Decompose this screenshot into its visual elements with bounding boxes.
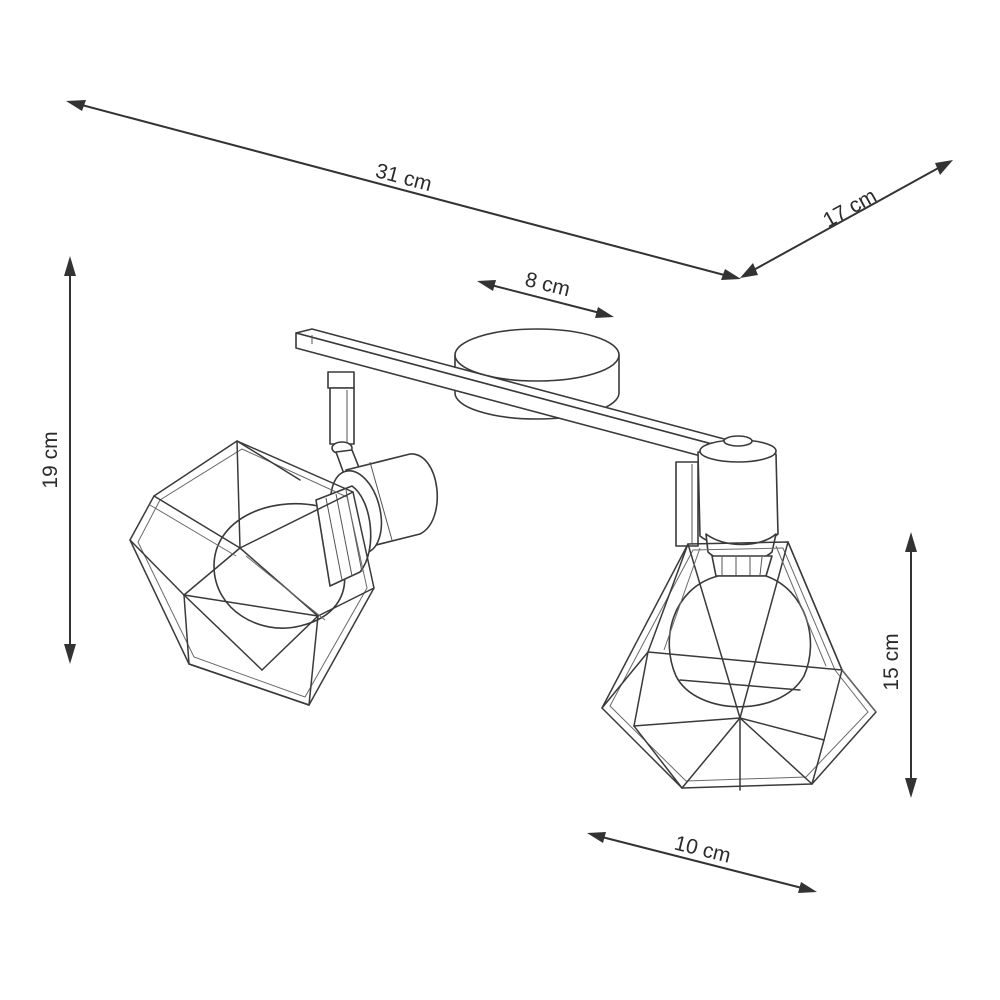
dimension-8cm: 8 cm: [477, 268, 614, 318]
left-bulb: [213, 485, 372, 629]
dimension-31cm: 31 cm: [66, 100, 741, 280]
right-bulb: [668, 575, 812, 708]
dimension-label-shade-height: 15 cm: [880, 633, 903, 690]
dimension-15cm: 15 cm: [880, 532, 917, 798]
dimension-17cm: 17 cm: [740, 160, 953, 278]
dimension-19cm: 19 cm: [39, 256, 76, 664]
dimension-label-height: 19 cm: [39, 431, 62, 488]
dimension-10cm: 10 cm: [587, 832, 817, 893]
dimension-label-depth: 17 cm: [819, 184, 880, 232]
right-spot-holder: [675, 435, 779, 577]
right-cage-shade: [601, 541, 877, 791]
left-cage-shade: [129, 440, 375, 706]
dimension-label-base: 8 cm: [523, 268, 573, 301]
